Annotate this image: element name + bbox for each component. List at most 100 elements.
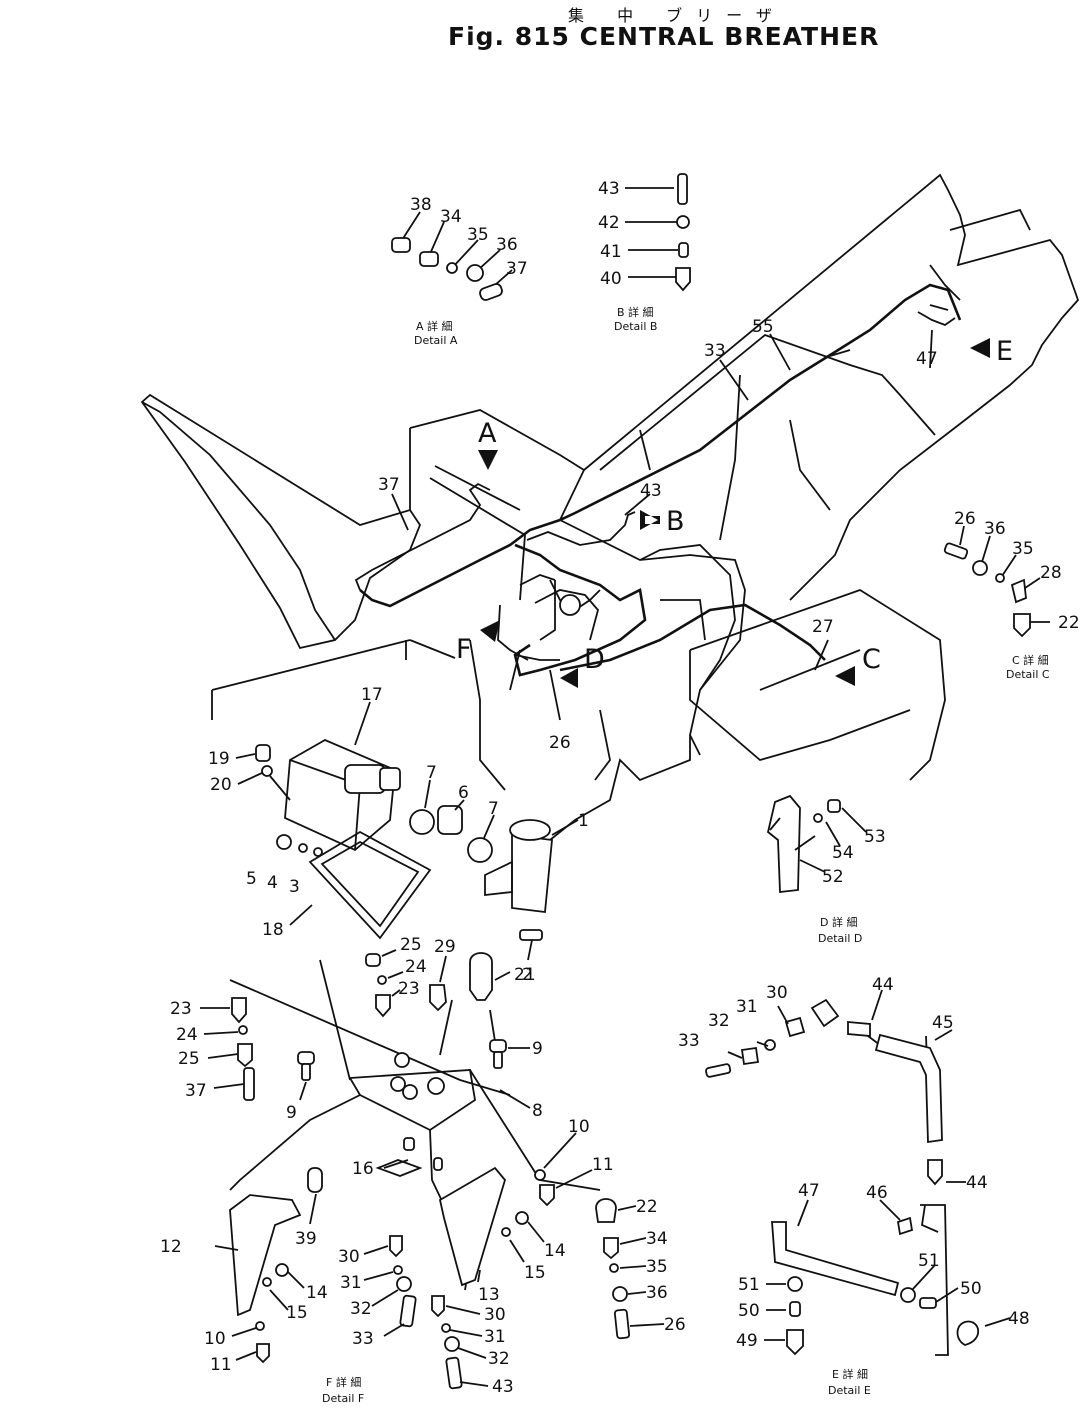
part-label: 50 (738, 1301, 760, 1321)
part-label: 26 (954, 509, 976, 529)
part-label: 22 (1058, 613, 1080, 633)
view-label-d: D (584, 644, 605, 675)
detail-f: 12 13 23 24 25 37 9 25 24 (160, 935, 686, 1405)
detail-a-label-jp: A 詳 細 (416, 319, 453, 333)
detail-b: 43 42 41 40 B 詳 細 Detail B (598, 173, 691, 333)
part-label: 39 (295, 1229, 317, 1249)
part-label: 37 (506, 259, 528, 279)
part-label: 36 (496, 235, 518, 255)
view-arrow-c (835, 666, 855, 686)
detail-f-label: Detail F (322, 1392, 364, 1405)
part-label: 12 (160, 1237, 182, 1257)
view-arrow-f (480, 620, 500, 642)
part-label: 30 (766, 983, 788, 1003)
view-arrow-b (640, 510, 660, 530)
detail-a-label: Detail A (414, 334, 458, 347)
part-label: 46 (866, 1183, 888, 1203)
detail-e-label-jp: E 詳 細 (832, 1367, 868, 1381)
part-label: 4 (267, 873, 278, 893)
part-label: 55 (752, 317, 774, 337)
part-label: 42 (598, 213, 620, 233)
part-label: 43 (492, 1377, 514, 1397)
part-label: 22 (636, 1197, 658, 1217)
part-label: 28 (1040, 563, 1062, 583)
part-label: 15 (286, 1303, 308, 1323)
view-arrows: A B C D E F (456, 336, 1013, 688)
part-label: 52 (822, 867, 844, 887)
part-label: 30 (338, 1247, 360, 1267)
part-label: 35 (467, 225, 489, 245)
part-label: 25 (178, 1049, 200, 1069)
part-label: 23 (170, 999, 192, 1019)
part-label: 35 (646, 1257, 668, 1277)
figure-title: Fig. 815 CENTRAL BREATHER (448, 22, 880, 51)
detail-d: 53 54 52 D 詳 細 Detail D (766, 794, 886, 945)
part-label: 53 (864, 827, 886, 847)
part-label: 40 (600, 269, 622, 289)
part-label: 51 (738, 1275, 760, 1295)
part-label: 49 (736, 1331, 758, 1351)
part-label: 43 (598, 179, 620, 199)
part-label: 24 (405, 957, 427, 977)
part-label: 29 (434, 937, 456, 957)
view-label-a: A (478, 418, 497, 449)
part-label: 31 (484, 1327, 506, 1347)
view-label-b: B (666, 506, 685, 537)
frame-outline (140, 173, 1080, 861)
part-label: 19 (208, 749, 230, 769)
part-label: 33 (678, 1031, 700, 1051)
part-label: 27 (812, 617, 834, 637)
part-label: 50 (960, 1279, 982, 1299)
part-label: 34 (646, 1229, 668, 1249)
part-label: 11 (592, 1155, 614, 1175)
detail-d-label: Detail D (818, 932, 862, 945)
detail-b-label-jp: B 詳 細 (617, 305, 654, 319)
part-label: 45 (932, 1013, 954, 1033)
part-label: 26 (664, 1315, 686, 1335)
part-label: 35 (1012, 539, 1034, 559)
figure-title-japanese: 集 中 ブリーザ (568, 6, 786, 25)
part-label: 16 (352, 1159, 374, 1179)
view-arrow-a (478, 450, 498, 470)
main-part-callouts: 33 55 47 37 43 27 26 17 19 20 7 6 (208, 317, 938, 985)
part-label: 33 (704, 341, 726, 361)
part-label: 11 (210, 1355, 232, 1375)
part-label: 24 (176, 1025, 198, 1045)
part-label: 14 (544, 1241, 566, 1261)
detail-c: 26 36 35 28 22 C 詳 細 Detail C (943, 509, 1080, 681)
part-label: 1 (578, 811, 589, 831)
part-label: 37 (378, 475, 400, 495)
part-label: 30 (484, 1305, 506, 1325)
part-label: 51 (918, 1251, 940, 1271)
part-label: 13 (478, 1285, 500, 1305)
part-label: 48 (1008, 1309, 1030, 1329)
part-label: 7 (488, 799, 499, 819)
detail-e: 44 45 33 32 31 30 44 46 47 51 50 48 (678, 975, 1030, 1397)
detail-e-label: Detail E (828, 1384, 871, 1397)
part-label: 31 (340, 1273, 362, 1293)
part-label: 31 (736, 997, 758, 1017)
part-label: 18 (262, 920, 284, 940)
view-arrow-d (560, 668, 578, 688)
detail-c-label: Detail C (1006, 668, 1050, 681)
detail-b-label: Detail B (614, 320, 657, 333)
part-label: 36 (646, 1283, 668, 1303)
detail-d-label-jp: D 詳 細 (820, 915, 857, 929)
part-label: 20 (210, 775, 232, 795)
detail-c-label-jp: C 詳 細 (1012, 653, 1049, 667)
part-label: 7 (426, 763, 437, 783)
part-label: 38 (410, 195, 432, 215)
part-label: 21 (514, 965, 536, 985)
view-label-c: C (862, 644, 881, 675)
part-label: 33 (352, 1329, 374, 1349)
part-label: 43 (640, 481, 662, 501)
part-label: 3 (289, 877, 300, 897)
part-label: 23 (398, 979, 420, 999)
part-label: 26 (549, 733, 571, 753)
part-label: 36 (984, 519, 1006, 539)
part-label: 41 (600, 242, 622, 262)
part-label: 15 (524, 1263, 546, 1283)
view-arrow-e (970, 338, 990, 358)
